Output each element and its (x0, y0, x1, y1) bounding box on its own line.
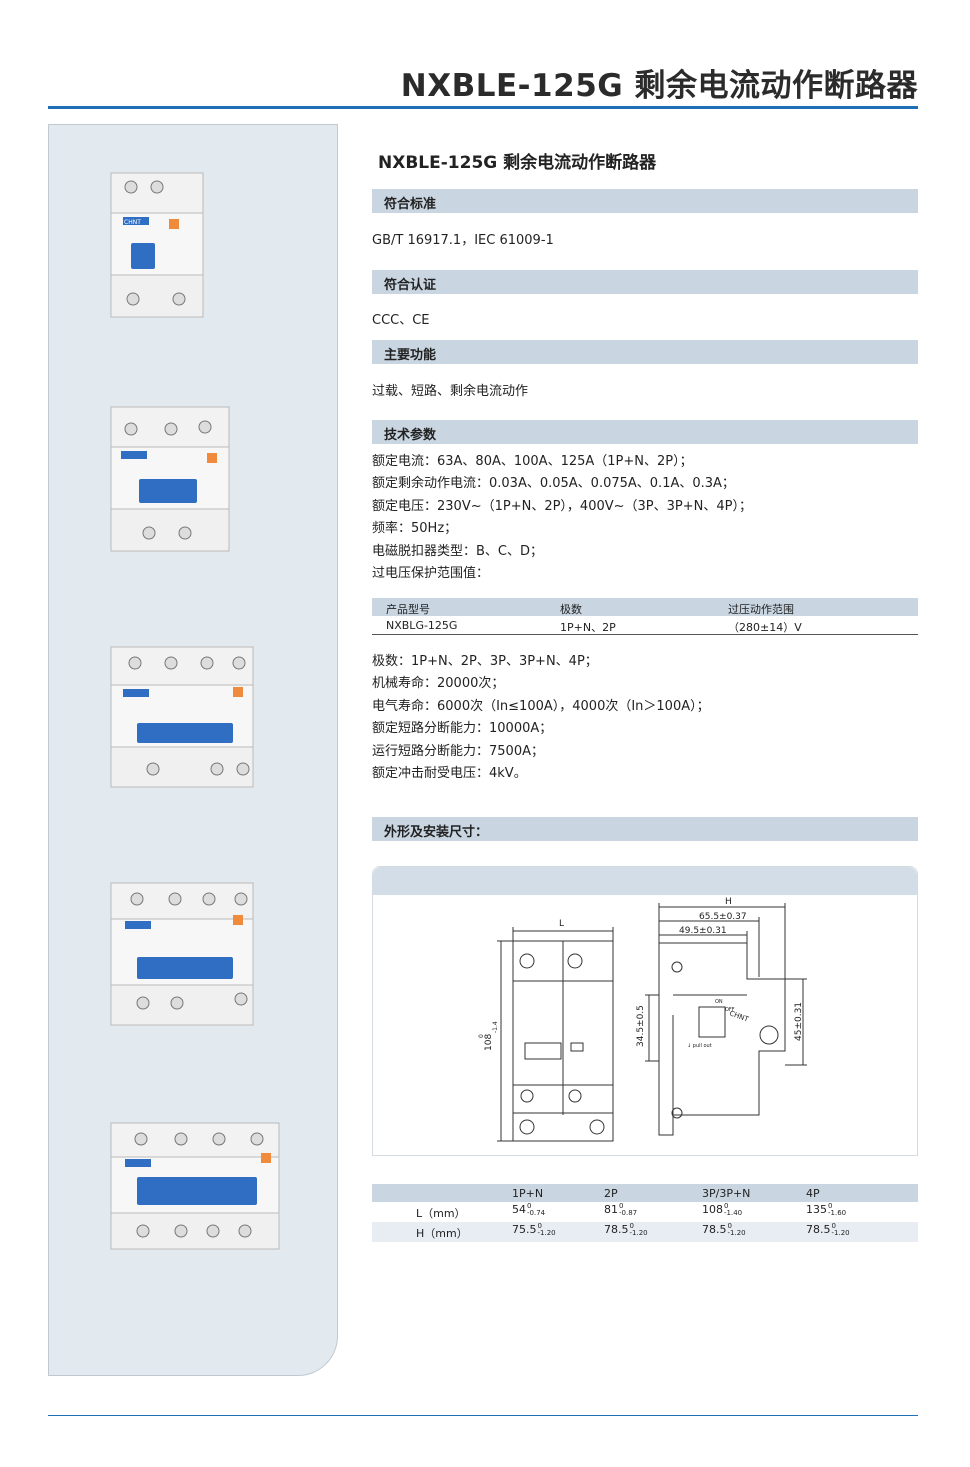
knob-label-on: ON (715, 999, 723, 1005)
section-standards-bar: 符合标准 (372, 189, 918, 213)
tech-param-line: 电磁脱扣器类型：B、C、D； (372, 543, 544, 559)
tech-param-line: 电气寿命：6000次（In≤100A），4000次（In＞100A）； (372, 698, 710, 714)
dim-108-label: 108 (484, 1034, 494, 1051)
section-tech-label: 技术参数 (384, 428, 437, 443)
brand-label: CHNT (124, 219, 141, 226)
section-functions-bar: 主要功能 (372, 340, 918, 364)
dim-45-label: 45±0.31 (794, 1002, 804, 1041)
page-title: NXBLE-125G 剩余电流动作断路器 (400, 68, 918, 104)
dimension-table-header: 1P+N 2P 3P/3P+N 4P (372, 1184, 918, 1202)
ov-header-model: 产品型号 (386, 603, 430, 616)
product-image-4p (110, 1122, 280, 1250)
ov-header-range: 过压动作范围 (728, 603, 794, 616)
tech-param-line: 频率：50Hz； (372, 521, 458, 537)
dim-H-label: H (725, 897, 732, 907)
section-dimensions-bar: 外形及安装尺寸： (372, 817, 918, 841)
functions-text: 过载、短路、剩余电流动作 (372, 384, 529, 399)
ov-cell-model: NXBLG-125G (386, 619, 458, 632)
product-images-panel: CHNT (48, 124, 338, 1376)
top-rule (48, 106, 918, 109)
ov-cell-poles: 1P+N、2P (560, 621, 616, 634)
dim-345-label: 34.5±0.5 (636, 1005, 646, 1047)
dim-L-label: L (559, 919, 564, 929)
product-image-3p (110, 646, 254, 788)
dim-header-3p: 3P/3P+N (702, 1187, 751, 1200)
certification-text: CCC、CE (372, 313, 430, 328)
dim-495-label: 49.5±0.31 (679, 926, 727, 936)
dimension-drawing-box: L 108 0 -1.4 H 65.5±0.37 49.5±0.31 34.5±… (372, 866, 918, 1156)
side-view (645, 903, 807, 1136)
tech-param-line: 额定电压：230V~（1P+N、2P），400V~（3P、3P+N、4P）； (372, 498, 752, 514)
overvoltage-table-header: 产品型号 极数 过压动作范围 (372, 598, 918, 616)
section-functions-label: 主要功能 (384, 348, 437, 363)
tech-param-line: 极数：1P+N、2P、3P、3P+N、4P； (372, 654, 598, 669)
product-subtitle: NXBLE-125G 剩余电流动作断路器 (378, 153, 657, 173)
knob-label-off: OFF (725, 1007, 735, 1013)
dim-header-1pn: 1P+N (512, 1187, 544, 1200)
dim-header-4p: 4P (806, 1187, 820, 1200)
dim-655-label: 65.5±0.37 (699, 912, 747, 922)
pull-out-label: ↓ pull out (687, 1043, 712, 1049)
standards-text: GB/T 16917.1，IEC 61009-1 (372, 233, 554, 248)
dimension-drawing-header (373, 867, 917, 895)
dim-row-label: H（mm） (416, 1227, 468, 1240)
product-image-2p (110, 406, 230, 552)
dim-108-tol-up: 0 (478, 1034, 485, 1038)
tech-params-list-b: 极数：1P+N、2P、3P、3P+N、4P； 机械寿命：20000次； 电气寿命… (372, 651, 710, 785)
ov-header-poles: 极数 (560, 603, 582, 616)
ov-cell-range: （280±14）V (728, 621, 802, 634)
tech-params-list-a: 额定电流：63A、80A、100A、125A（1P+N、2P）； 额定剩余动作电… (372, 451, 752, 585)
product-image-1pn: CHNT (110, 172, 204, 318)
dim-row-label: L（mm） (416, 1207, 466, 1220)
dimension-drawing: L 108 0 -1.4 H 65.5±0.37 49.5±0.31 34.5±… (478, 897, 807, 1142)
overvoltage-table: 产品型号 极数 过压动作范围 NXBLG-125G 1P+N、2P （280±1… (372, 598, 918, 635)
tech-param-line: 过电压保护范围值： (372, 565, 490, 581)
overvoltage-table-row: NXBLG-125G 1P+N、2P （280±14）V (372, 616, 918, 635)
front-view (497, 927, 614, 1142)
product-image-3pn (110, 882, 254, 1026)
section-tech-bar: 技术参数 (372, 420, 918, 444)
tech-param-line: 机械寿命：20000次； (372, 676, 505, 692)
bottom-rule (48, 1415, 918, 1416)
tech-param-line: 额定冲击耐受电压：4kV。 (372, 765, 527, 781)
tech-param-line: 额定电流：63A、80A、100A、125A（1P+N、2P）； (372, 454, 693, 469)
section-certification-label: 符合认证 (384, 278, 437, 293)
tech-param-line: 运行短路分断能力：7500A； (372, 743, 544, 759)
tech-param-line: 额定短路分断能力：10000A； (372, 721, 553, 737)
section-dimensions-label: 外形及安装尺寸： (384, 825, 489, 840)
dim-header-2p: 2P (604, 1187, 618, 1200)
tech-param-line: 额定剩余动作电流：0.03A、0.05A、0.075A、0.1A、0.3A； (372, 476, 735, 492)
section-standards-label: 符合标准 (384, 197, 437, 212)
dim-108-tol-low: -1.4 (492, 1021, 499, 1033)
section-certification-bar: 符合认证 (372, 270, 918, 294)
